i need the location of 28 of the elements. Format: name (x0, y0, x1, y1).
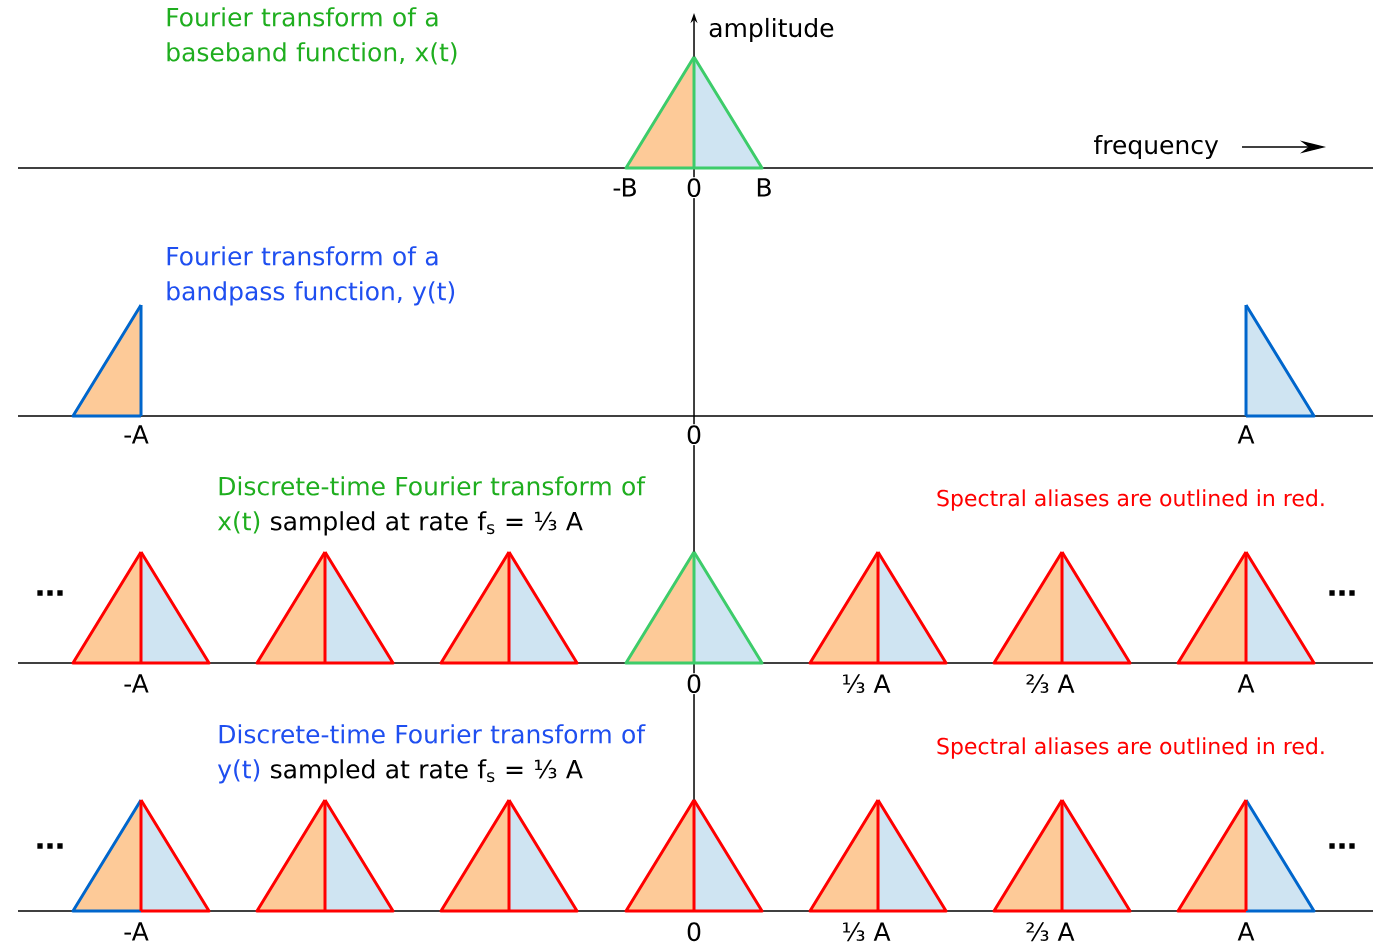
tick-label: B (757, 178, 771, 197)
tick-label: 0 (685, 177, 703, 199)
heading-text: Fourier transform of a bandpass function, y(t) (167, 246, 455, 306)
ellipsis: … (37, 843, 63, 849)
ellipsis: … (37, 590, 63, 596)
tick-label: A (1237, 674, 1255, 693)
tick-label: ⅔ A (1026, 922, 1075, 942)
tick-label: 0 (685, 921, 703, 943)
ellipsis: … (1329, 590, 1355, 596)
tick-label: -A (124, 674, 149, 693)
tick-label: A (1237, 425, 1255, 444)
tick-label: ⅓ A (843, 922, 891, 942)
axis-label: amplitude (709, 17, 834, 43)
tick-label: A (1237, 922, 1255, 941)
tick-label: ⅔ A (1026, 674, 1075, 694)
tick-label: 0 (685, 424, 703, 446)
heading-text: Discrete-time Fourier transform of x(t) sampled at rate f$_{s}$ = ⅓ A (217, 476, 646, 536)
tick-label: 0 (685, 673, 703, 695)
note-text: Spectral aliases are outlined in red. (937, 737, 1324, 759)
heading-text: Discrete-time Fourier transform of y(t) sampled at rate f$_{s}$ = ⅓ A (217, 724, 646, 784)
tick-label: -B (613, 178, 636, 197)
tick-label: -A (124, 425, 149, 444)
tick-label: -A (124, 922, 149, 941)
tick-label: ⅓ A (843, 674, 891, 694)
note-text: Spectral aliases are outlined in red. (937, 489, 1324, 511)
axis-label: frequency (1094, 134, 1219, 160)
ellipsis: … (1329, 843, 1355, 849)
heading-text: Fourier transform of a baseband function, x(t) (167, 7, 457, 65)
